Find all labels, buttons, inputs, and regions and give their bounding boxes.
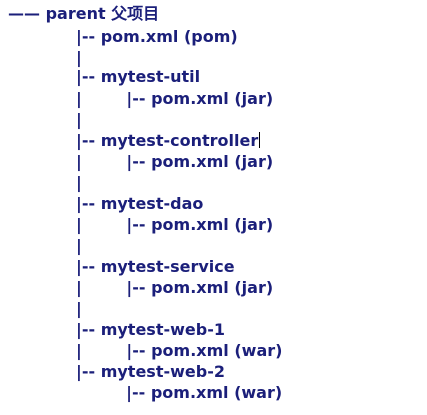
tree-dao-pom: | |-- pom.xml (jar) bbox=[76, 215, 274, 234]
tree-service-pom: | |-- pom.xml (jar) bbox=[76, 278, 274, 297]
tree-connector: | bbox=[76, 236, 82, 255]
text-cursor bbox=[259, 132, 261, 148]
tree-module-service: |-- mytest-service bbox=[76, 257, 235, 276]
tree-root-parent: —— parent 父项目 bbox=[8, 4, 160, 23]
tree-module-controller-row: |-- mytest-controller bbox=[76, 131, 261, 151]
tree-connector: | bbox=[76, 110, 82, 129]
tree-controller-pom: | |-- pom.xml (jar) bbox=[76, 152, 274, 171]
tree-web-2-pom: |-- pom.xml (war) bbox=[76, 383, 283, 402]
tree-module-util: |-- mytest-util bbox=[76, 67, 201, 86]
tree-module-controller: |-- mytest-controller bbox=[76, 131, 259, 150]
tree-web-1-pom: | |-- pom.xml (war) bbox=[76, 341, 283, 360]
tree-connector: | bbox=[76, 48, 82, 67]
tree-connector: | bbox=[76, 173, 82, 192]
tree-module-web-1: |-- mytest-web-1 bbox=[76, 320, 225, 339]
tree-module-dao: |-- mytest-dao bbox=[76, 194, 204, 213]
tree-connector: | bbox=[76, 299, 82, 318]
tree-module-web-2: |-- mytest-web-2 bbox=[76, 362, 225, 381]
tree-line-parent-pom: |-- pom.xml (pom) bbox=[76, 27, 238, 46]
tree-util-pom: | |-- pom.xml (jar) bbox=[76, 89, 274, 108]
